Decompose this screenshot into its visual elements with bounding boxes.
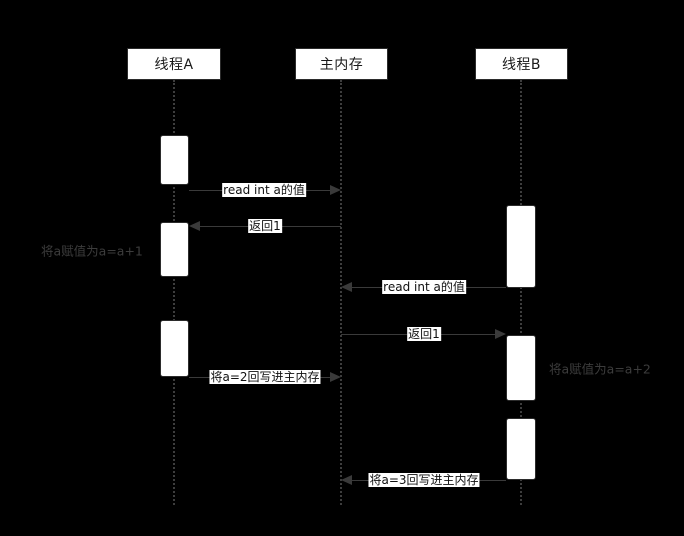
message-label-read-a-1: read int a的值: [222, 183, 306, 197]
lifeline-head-thread-b[interactable]: 线程B: [475, 48, 568, 80]
lifeline-label-main-memory: 主内存: [319, 57, 364, 73]
message-label-read-a-2: read int a的值: [382, 280, 466, 294]
lifeline-line-thread-a: [173, 80, 175, 505]
lifeline-label-thread-b: 线程B: [501, 57, 542, 73]
lifeline-head-thread-a[interactable]: 线程A: [127, 48, 221, 80]
arrowhead-left-icon: [341, 282, 352, 292]
arrowhead-left-icon: [341, 475, 352, 485]
lifeline-line-thread-b: [520, 80, 522, 505]
arrowhead-left-icon: [189, 221, 200, 231]
message-label-write-a-3: 将a=3回写进主内存: [368, 473, 480, 487]
arrowhead-right-icon: [330, 185, 341, 195]
arrowhead-right-icon: [495, 329, 506, 339]
message-label-write-a-2: 将a=2回写进主内存: [209, 370, 321, 384]
lifeline-line-main-memory: [340, 80, 342, 505]
arrowhead-right-icon: [330, 372, 341, 382]
activation-bar-thread-a-3[interactable]: [160, 320, 189, 377]
activation-bar-thread-a-2[interactable]: [160, 222, 189, 277]
activation-bar-thread-a-1[interactable]: [160, 135, 189, 185]
activation-bar-thread-b-3[interactable]: [506, 418, 536, 480]
lifeline-head-main-memory[interactable]: 主内存: [295, 48, 388, 80]
activation-bar-thread-b-1[interactable]: [506, 205, 536, 288]
message-label-return-1: 返回1: [248, 219, 282, 233]
note-thread-a-assignment: 将a赋值为a=a+1: [41, 243, 143, 259]
activation-bar-thread-b-2[interactable]: [506, 335, 536, 401]
lifeline-label-thread-a: 线程A: [154, 57, 194, 73]
message-label-return-2: 返回1: [407, 327, 441, 341]
note-thread-b-assignment: 将a赋值为a=a+2: [549, 361, 651, 377]
